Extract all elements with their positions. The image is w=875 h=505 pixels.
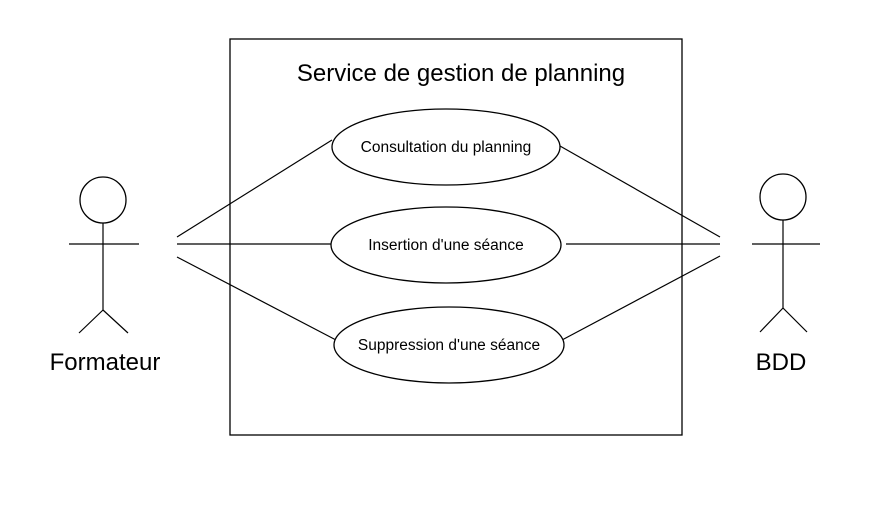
actor-bdd: BDD [752,173,820,376]
system-boundary-box [229,38,683,436]
association-formateur-suppression [176,256,337,341]
actor-formateur: Formateur [50,176,161,376]
association-bdd-suppression [561,255,721,341]
actor-name: Formateur [50,349,161,376]
use-case-ellipse [331,108,561,186]
use-case-label: Suppression d'une séance [358,337,540,354]
use-case-insertion: Insertion d'une séance [330,206,562,284]
association-formateur-consultation [176,139,333,238]
system-title: Service de gestion de planning [297,60,625,87]
actor-right-leg [782,307,808,333]
association-bdd-consultation [559,145,721,238]
actor-head [79,176,127,224]
actor-left-leg [759,307,784,333]
use-case-label: Insertion d'une séance [368,237,523,254]
system-boundary: Service de gestion de planning [229,38,683,436]
use-case-ellipse [330,206,562,284]
associations [176,139,721,341]
use-case-suppression: Suppression d'une séance [333,306,565,384]
actor-left-leg [78,309,104,334]
actor-right-leg [102,309,129,334]
use-case-consultation: Consultation du planning [331,108,561,186]
use-case-label: Consultation du planning [361,139,532,156]
use-case-ellipse [333,306,565,384]
actor-head [759,173,807,221]
actor-name: BDD [756,349,807,376]
